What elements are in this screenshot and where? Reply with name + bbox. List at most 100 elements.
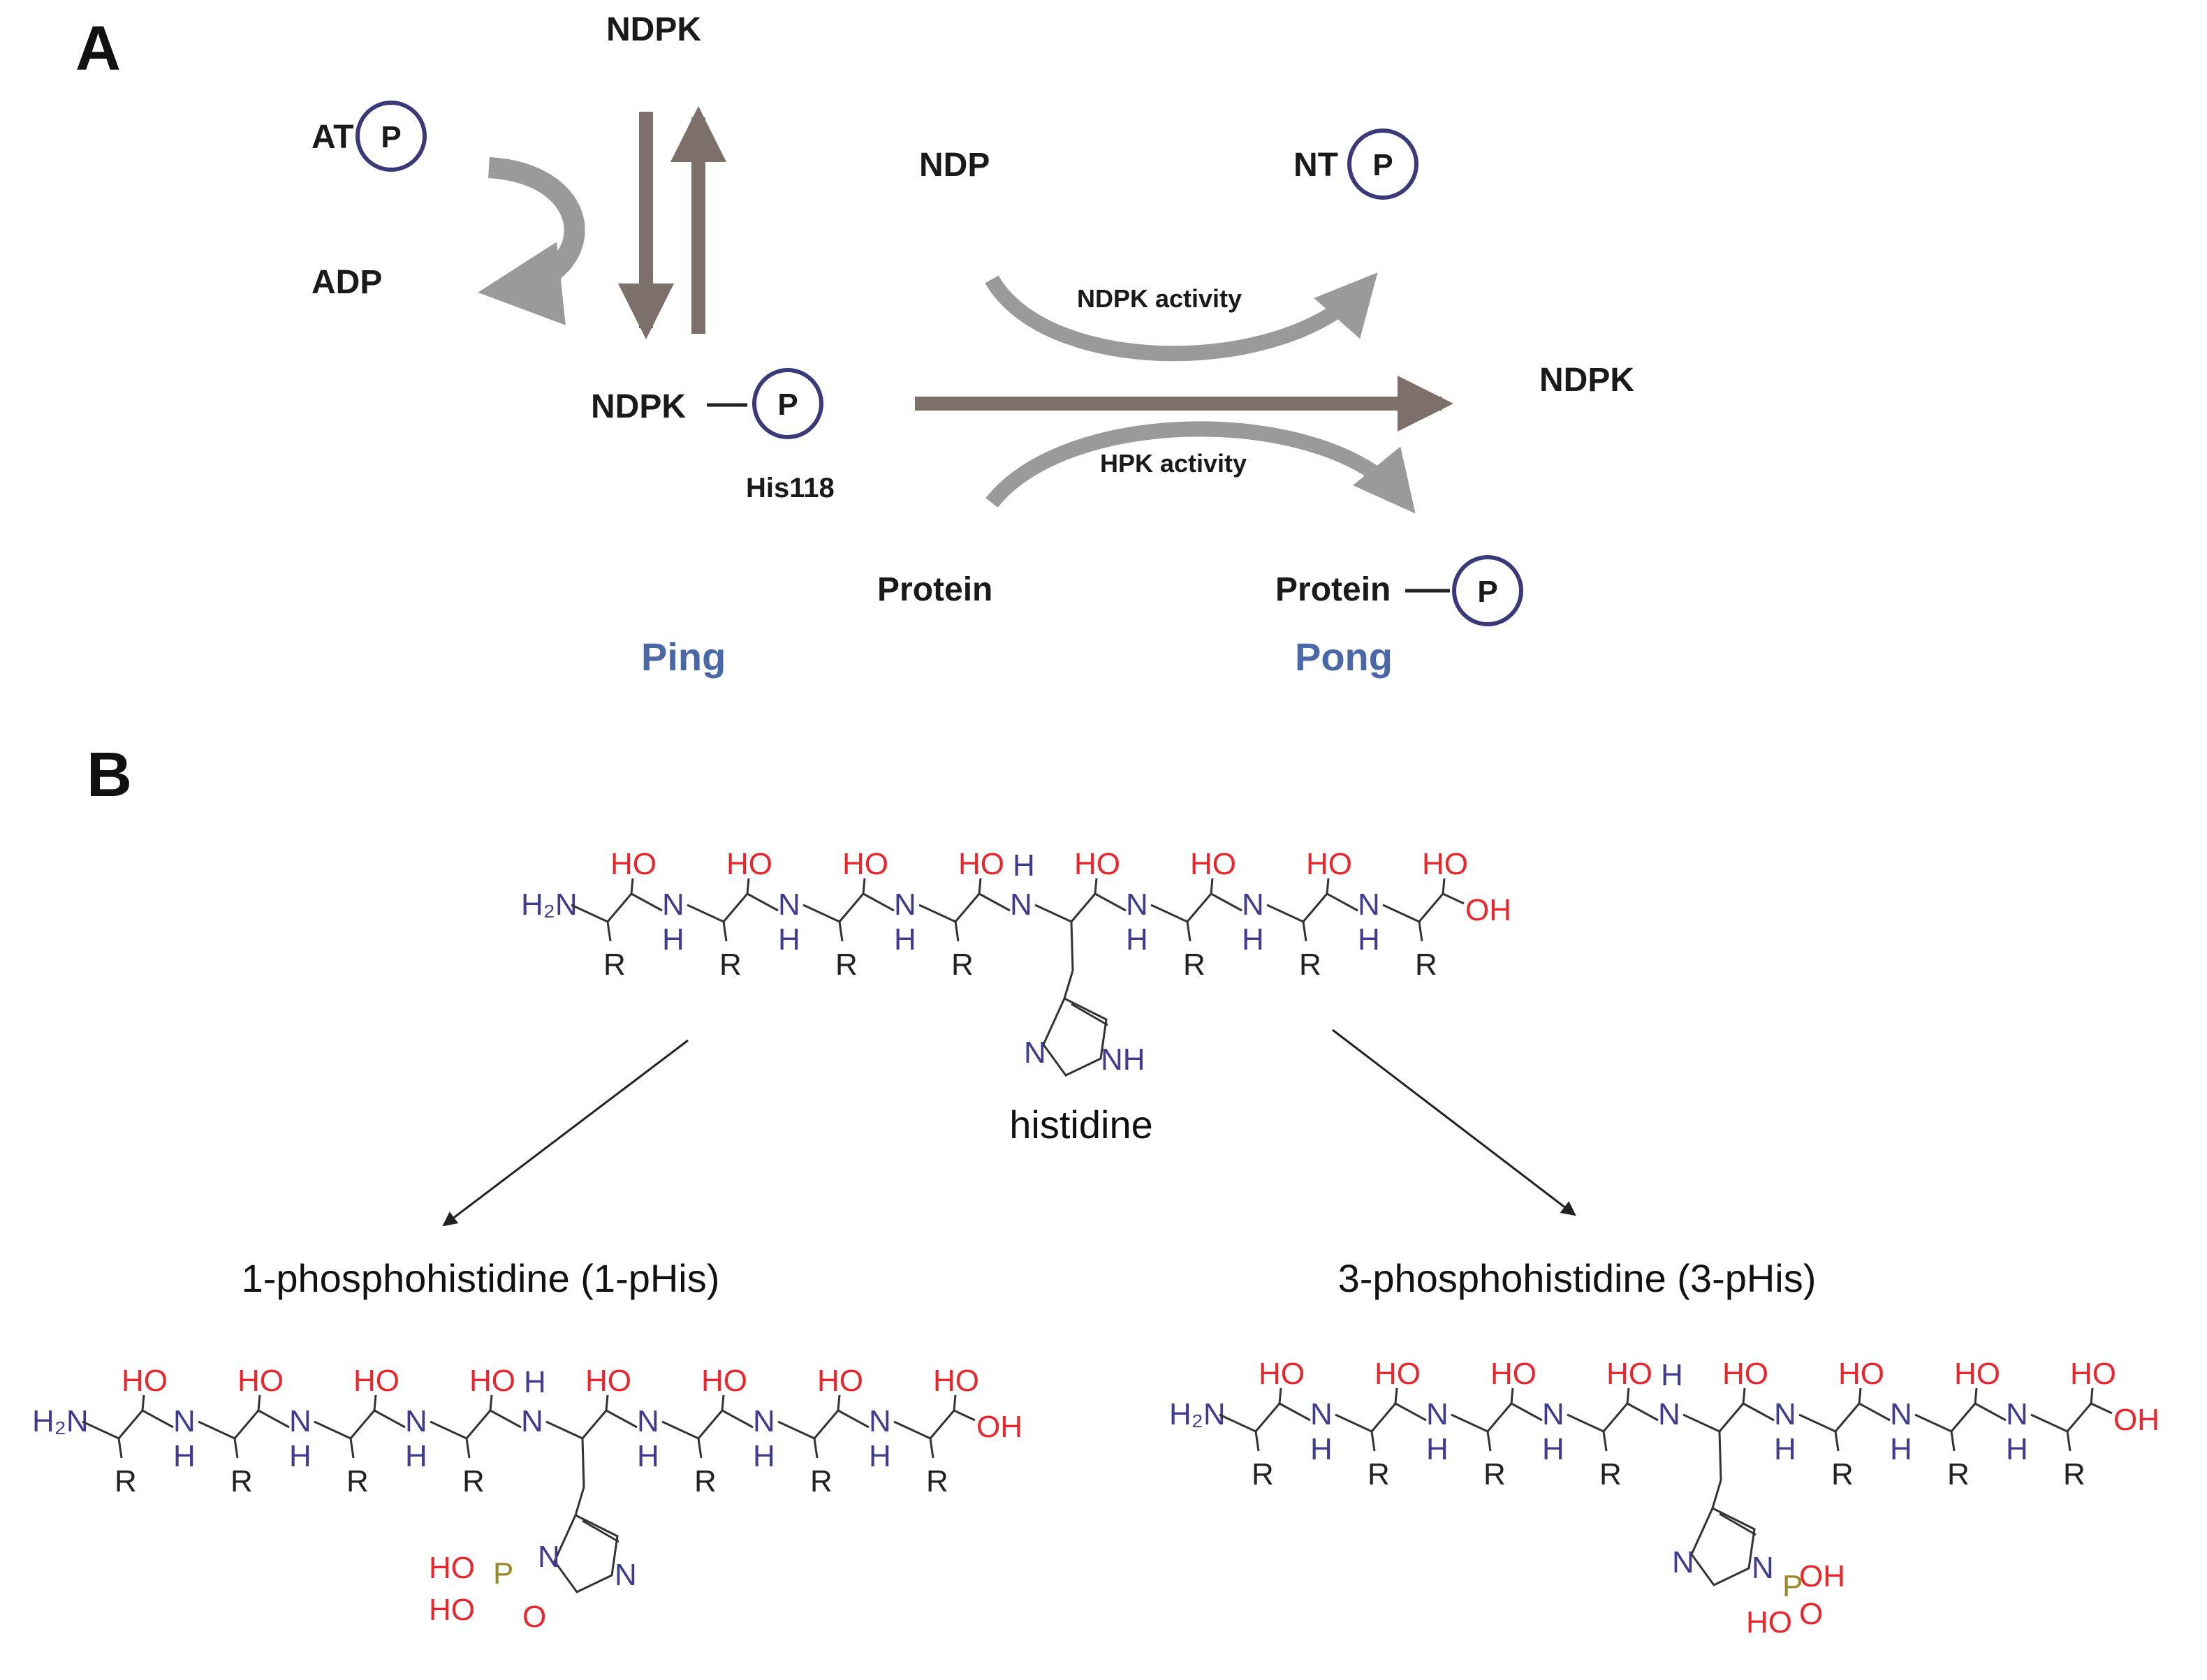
bond (349, 1438, 355, 1459)
amide-hydrogen-label: H (1661, 1358, 1683, 1392)
r-group-label: R (230, 1464, 253, 1498)
bond (1279, 1402, 1311, 1422)
hydroxyl-label: HO (1722, 1357, 1768, 1391)
atp-phosphate-circle (355, 101, 427, 172)
bond (1974, 1387, 1978, 1404)
hydroxyl-label: HO (1954, 1357, 2000, 1391)
bond (1418, 921, 1423, 942)
bond (1394, 1387, 1398, 1404)
bond (1418, 893, 1444, 922)
bond (747, 892, 779, 912)
amide-nitrogen-label: N (405, 1404, 427, 1438)
atp-phosphate-label: P (381, 120, 401, 154)
bond (1858, 1402, 1891, 1422)
bond (1627, 1402, 1659, 1422)
amide-nitrogen-label: N (1890, 1397, 1912, 1431)
bond (1742, 1387, 1746, 1404)
bond (1486, 1403, 1513, 1432)
bond (1834, 1403, 1861, 1432)
bond (1326, 892, 1358, 912)
bond (687, 904, 724, 923)
r-group-label: R (835, 948, 858, 982)
panel-a: A NDPK AT P ADP NDP NT P NDPK activity N… (75, 11, 1634, 679)
bond (630, 878, 634, 894)
bond (1254, 1431, 1260, 1452)
bond (1914, 1413, 1952, 1433)
hydroxyl-label: HO (1490, 1357, 1537, 1391)
bond (198, 1420, 235, 1440)
bond (1186, 921, 1192, 942)
bond (722, 893, 749, 922)
bond (1798, 1413, 1836, 1433)
bond (746, 878, 750, 894)
bond (978, 892, 1011, 912)
bond (2030, 1413, 2068, 1433)
bond (1266, 904, 1304, 923)
histidine-caption: histidine (1009, 1103, 1152, 1147)
adp-label: ADP (311, 264, 382, 301)
ring-nitrogen-phospho-label: N (538, 1540, 560, 1574)
hydroxyl-label: HO (1606, 1357, 1652, 1391)
bond (863, 892, 895, 912)
bond (374, 1409, 406, 1429)
bond (373, 1394, 377, 1411)
bond (1486, 1431, 1492, 1452)
r-group-label: R (115, 1464, 137, 1498)
hydroxyl-label: HO (842, 847, 888, 881)
bond (1070, 893, 1097, 922)
phosphate-hydroxyl-label: OH (1799, 1559, 1845, 1593)
bond (954, 921, 960, 942)
r-group-label: R (810, 1464, 833, 1498)
amide-nitrogen-label: N (1242, 887, 1264, 922)
bond (1335, 1413, 1372, 1433)
bond (802, 904, 840, 923)
amide-nitrogen-label: N (289, 1404, 311, 1438)
carboxyl-hydroxyl-label: OH (2113, 1403, 2160, 1437)
arrow-to-1-phis (442, 1039, 689, 1227)
hydroxyl-label: HO (237, 1364, 284, 1398)
amide-nitrogen-label: N (1126, 887, 1148, 922)
ntp-phosphate-circle (1347, 128, 1418, 200)
bond (661, 1420, 699, 1440)
imidazole-ring (553, 1513, 619, 1593)
amide-hydrogen-label: H (1013, 848, 1035, 883)
bond (862, 878, 866, 894)
bond (1094, 878, 1098, 894)
amide-hydrogen-label: H (753, 1439, 775, 1473)
bond (838, 893, 865, 922)
r-group-label: R (1183, 948, 1205, 982)
amide-nitrogen-label: N (2006, 1397, 2028, 1431)
protein-phosphate-circle (1452, 555, 1523, 626)
bond (1326, 878, 1330, 894)
bond (606, 921, 612, 942)
bond (430, 1420, 467, 1440)
bond (257, 1394, 261, 1411)
amide-hydrogen-label: H (173, 1439, 196, 1473)
bond (490, 1409, 522, 1429)
bond (953, 1394, 957, 1411)
bond (813, 1410, 839, 1439)
bond (978, 878, 982, 894)
carboxyl-hydroxyl-label: OH (976, 1410, 1022, 1444)
hydroxyl-label: HO (1190, 847, 1236, 881)
amine-terminus: H₂N (1169, 1397, 1226, 1431)
bond (545, 1420, 583, 1440)
amide-nitrogen-label: N (1658, 1397, 1680, 1431)
amide-nitrogen-label: N (1426, 1397, 1449, 1431)
bond (1395, 1402, 1427, 1422)
bond (837, 1394, 841, 1411)
bond (142, 1409, 174, 1429)
r-group-label: R (694, 1464, 717, 1498)
phosphate-oxygen-label: O (522, 1600, 546, 1634)
r-group-label: R (951, 948, 974, 982)
bond (953, 1409, 976, 1422)
amide-nitrogen-label: N (778, 887, 800, 922)
bond (722, 921, 728, 942)
bond (581, 1438, 585, 1488)
bond (141, 1394, 145, 1411)
ping-label: Ping (641, 635, 726, 679)
amide-hydrogen-label: H (778, 922, 800, 957)
hydroxyl-label: HO (1374, 1357, 1421, 1391)
